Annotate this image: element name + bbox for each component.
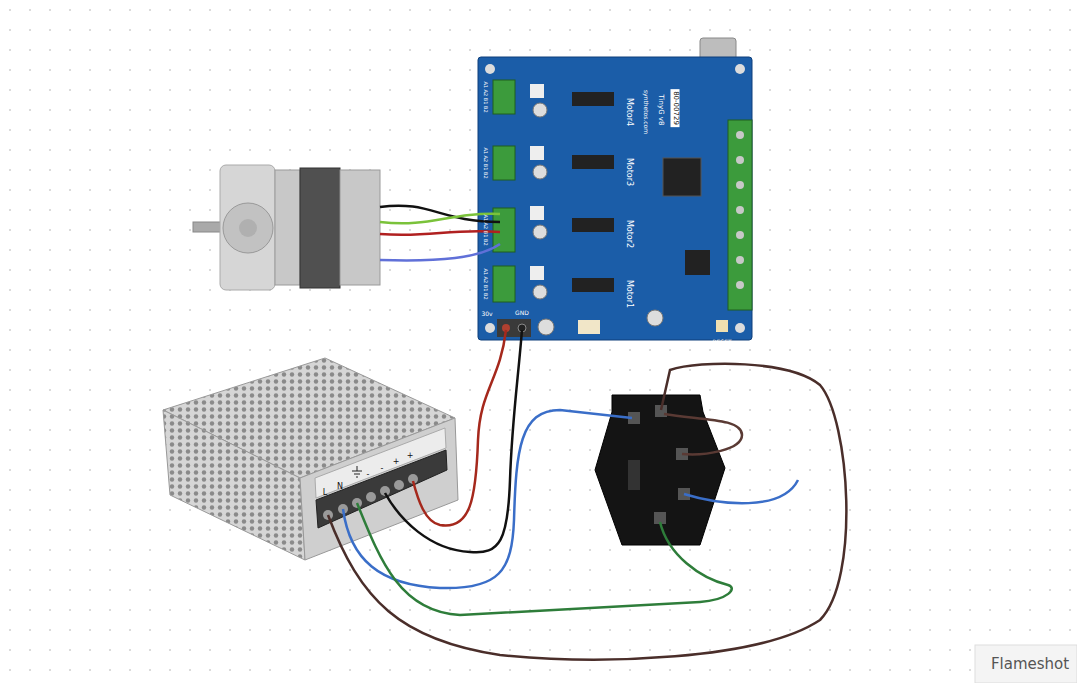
board-label: Motor3 [625, 158, 633, 186]
board-label: Motor2 [625, 220, 633, 248]
terminal-label: - [367, 471, 370, 479]
pin-label: A1 A2 B1 B2 [483, 214, 488, 245]
board-label: synthetos.com [643, 90, 649, 134]
stepper-motor [193, 165, 380, 290]
sticker-label: 80-00729 [671, 89, 680, 127]
terminal-label: - [381, 465, 384, 473]
pin-label: 30v [481, 311, 492, 317]
board-label: Motor1 [625, 280, 633, 308]
pin-label: GND [515, 310, 529, 316]
board-label: RESET [712, 339, 731, 345]
tool-panel [975, 645, 1077, 683]
board-label: TinyG v8 [657, 95, 664, 126]
terminal-label: + [407, 452, 414, 460]
terminal-label: L [323, 489, 327, 497]
tinyg-board [478, 38, 752, 340]
board-label: Motor4 [625, 98, 633, 126]
pin-label: A1 A2 B1 B2 [483, 147, 488, 178]
terminal-label: + [393, 458, 400, 466]
pin-label: A1 A2 B1 B2 [483, 81, 488, 112]
pin-label: A1 A2 B1 B2 [483, 268, 488, 299]
terminal-label: N [337, 483, 343, 491]
watermark: Flameshot [991, 657, 1069, 672]
